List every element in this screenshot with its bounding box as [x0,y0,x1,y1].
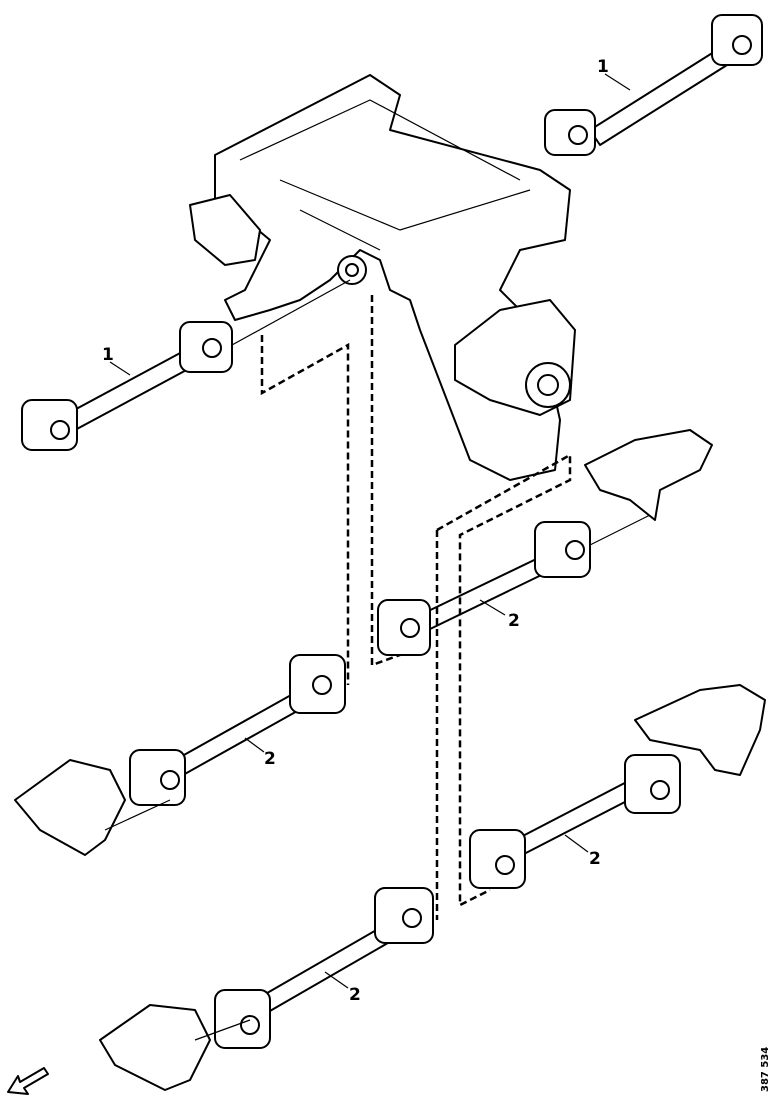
control-arm-2-bottom [99,887,434,1091]
mounting-bracket [584,429,713,521]
reference-number: 387 534 [760,1047,771,1092]
control-arm-2-middle [377,514,651,656]
callout-2-right: 2 [589,849,601,869]
callout-1-left: 1 [102,345,114,365]
callout-2-middle: 2 [508,611,520,631]
assembly-leader-lines [260,295,572,920]
callout-1-upper: 1 [597,57,609,77]
control-arm-1-left [21,279,351,451]
control-arm-2-right [469,684,766,889]
callout-2-left: 2 [264,749,276,769]
front-direction-arrow-icon [7,1067,49,1095]
control-arm-2-left [14,654,346,856]
callout-2-bottom: 2 [349,985,361,1005]
control-arm-1-upper [544,14,763,156]
rear-subframe [189,74,576,481]
